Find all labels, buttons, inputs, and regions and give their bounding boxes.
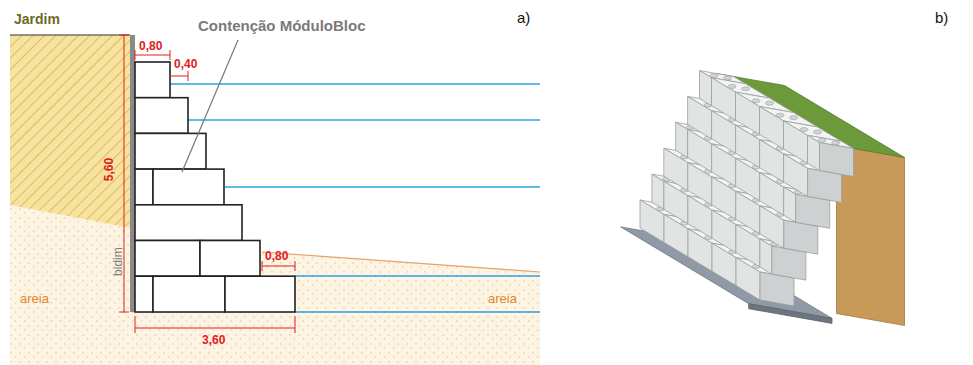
block-knob — [724, 76, 732, 80]
block-end — [820, 143, 854, 177]
block-knob — [752, 99, 760, 103]
block-knob — [776, 113, 784, 117]
ground-line — [10, 34, 130, 35]
block-knob — [790, 116, 798, 120]
panel-letter: a) — [517, 10, 530, 27]
block-front — [760, 107, 784, 149]
block-knob — [766, 101, 774, 105]
block-knob — [742, 87, 750, 91]
sand-line — [262, 252, 540, 272]
block-knob — [814, 130, 822, 134]
dimension-text: 0,80 — [265, 250, 288, 263]
block-front — [700, 71, 712, 106]
block-front — [736, 92, 760, 134]
dimension-text: 0,40 — [174, 58, 197, 71]
block-front — [784, 121, 808, 163]
panel-letter: b) — [935, 10, 948, 27]
garden-fill — [10, 35, 130, 228]
base-plate-edge — [749, 304, 832, 324]
dimension-text: 5,60 — [103, 158, 116, 181]
zone-label: Jardim — [14, 12, 60, 27]
block-front — [676, 122, 688, 157]
block-front — [808, 135, 820, 170]
block-knob — [728, 84, 736, 88]
dimension-text: 3,60 — [202, 334, 225, 347]
block-front — [652, 174, 664, 209]
callout-label: Contenção MóduloBloc — [198, 18, 366, 35]
wall-blocks — [135, 62, 295, 312]
zone-label: areia — [20, 292, 49, 306]
block-front — [760, 239, 772, 274]
geogrids — [170, 84, 540, 312]
block-front — [784, 187, 796, 222]
block-illustration — [621, 71, 905, 326]
zone-label: areia — [488, 292, 517, 306]
block-knob — [818, 138, 826, 142]
dimension-lines — [119, 35, 295, 333]
block-knob — [832, 141, 840, 145]
dimension-text: 0,80 — [139, 40, 162, 53]
block-knob — [710, 74, 718, 78]
sand-ground — [10, 205, 540, 365]
block-front — [712, 78, 736, 120]
block-knob — [800, 128, 808, 132]
material-label: bidim — [111, 248, 124, 277]
